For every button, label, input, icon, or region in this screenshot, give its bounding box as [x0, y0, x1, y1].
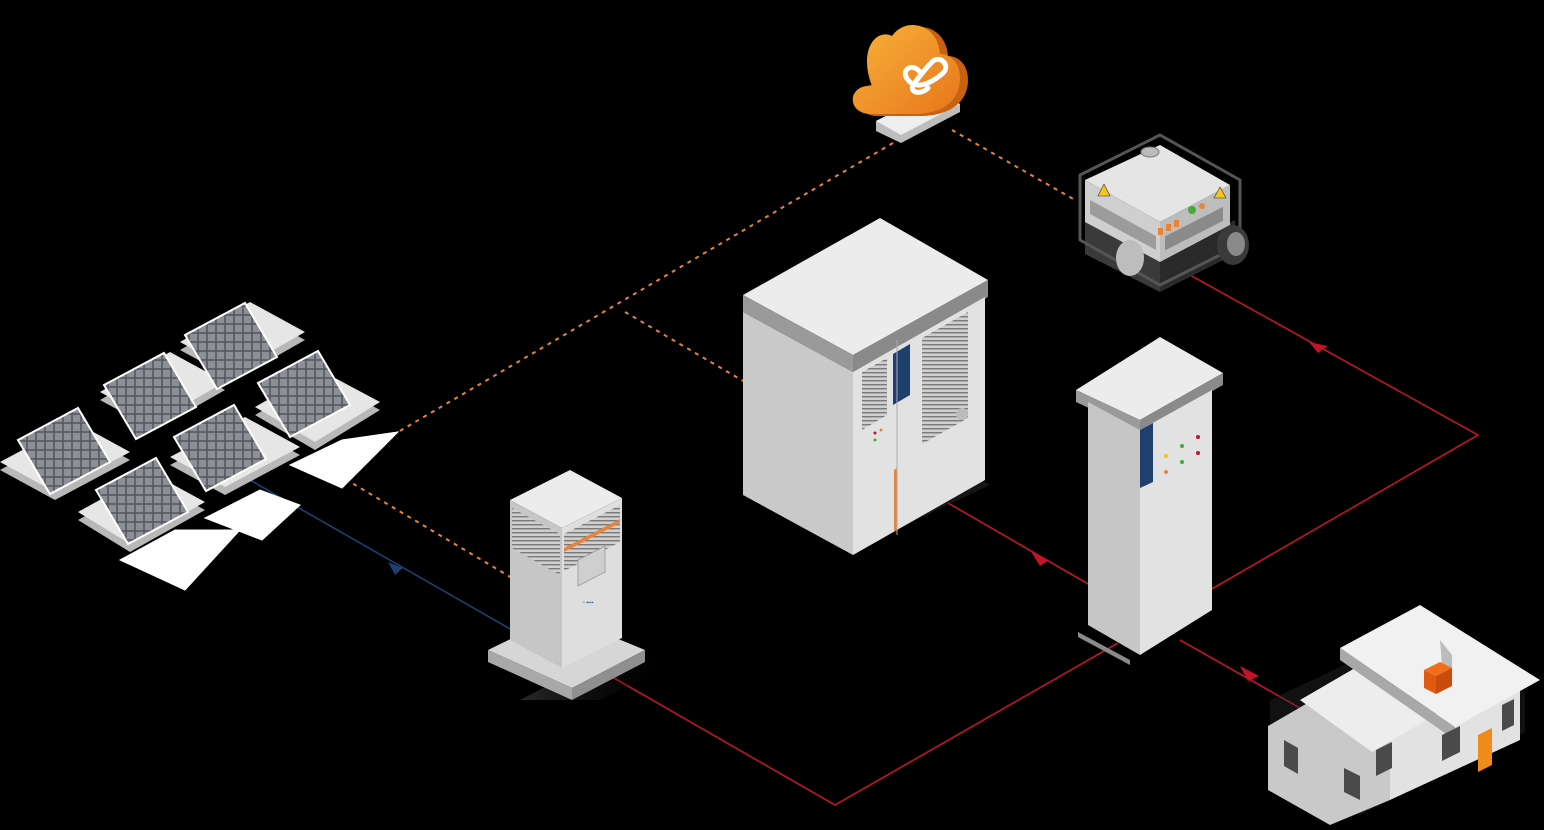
- distribution-to-house-power-line: [1179, 639, 1301, 709]
- storage-to-distribution-power-line: [947, 502, 1091, 586]
- inverter-to-distribution-power-line: [599, 642, 1119, 806]
- generator-to-distribution-power-line: [1189, 274, 1480, 591]
- inverter-cabinet-icon: ◔ ▪▪▪▪: [488, 470, 680, 700]
- power-flow-arrow: [1240, 666, 1259, 681]
- cloud-to-generator-data-line: [951, 129, 1076, 201]
- power-flow-arrow: [1309, 342, 1328, 353]
- house-icon: [1268, 605, 1540, 825]
- switchgear-icon: [1076, 337, 1223, 665]
- generator-icon: [1078, 133, 1249, 292]
- cloud-infinity-icon: [852, 24, 968, 143]
- cloud-to-storage-data-line: [624, 311, 746, 383]
- cloud-to-solar-data-line: [397, 142, 894, 433]
- svg-text:◔ ▪▪▪▪: ◔ ▪▪▪▪: [582, 600, 594, 606]
- battery-cabinet-icon: [743, 218, 990, 555]
- dc-flow-arrow: [388, 562, 403, 575]
- solar-panel-icon: [0, 301, 400, 591]
- power-flow-arrow: [1030, 550, 1048, 566]
- solar-to-inverter-data-line: [329, 469, 513, 579]
